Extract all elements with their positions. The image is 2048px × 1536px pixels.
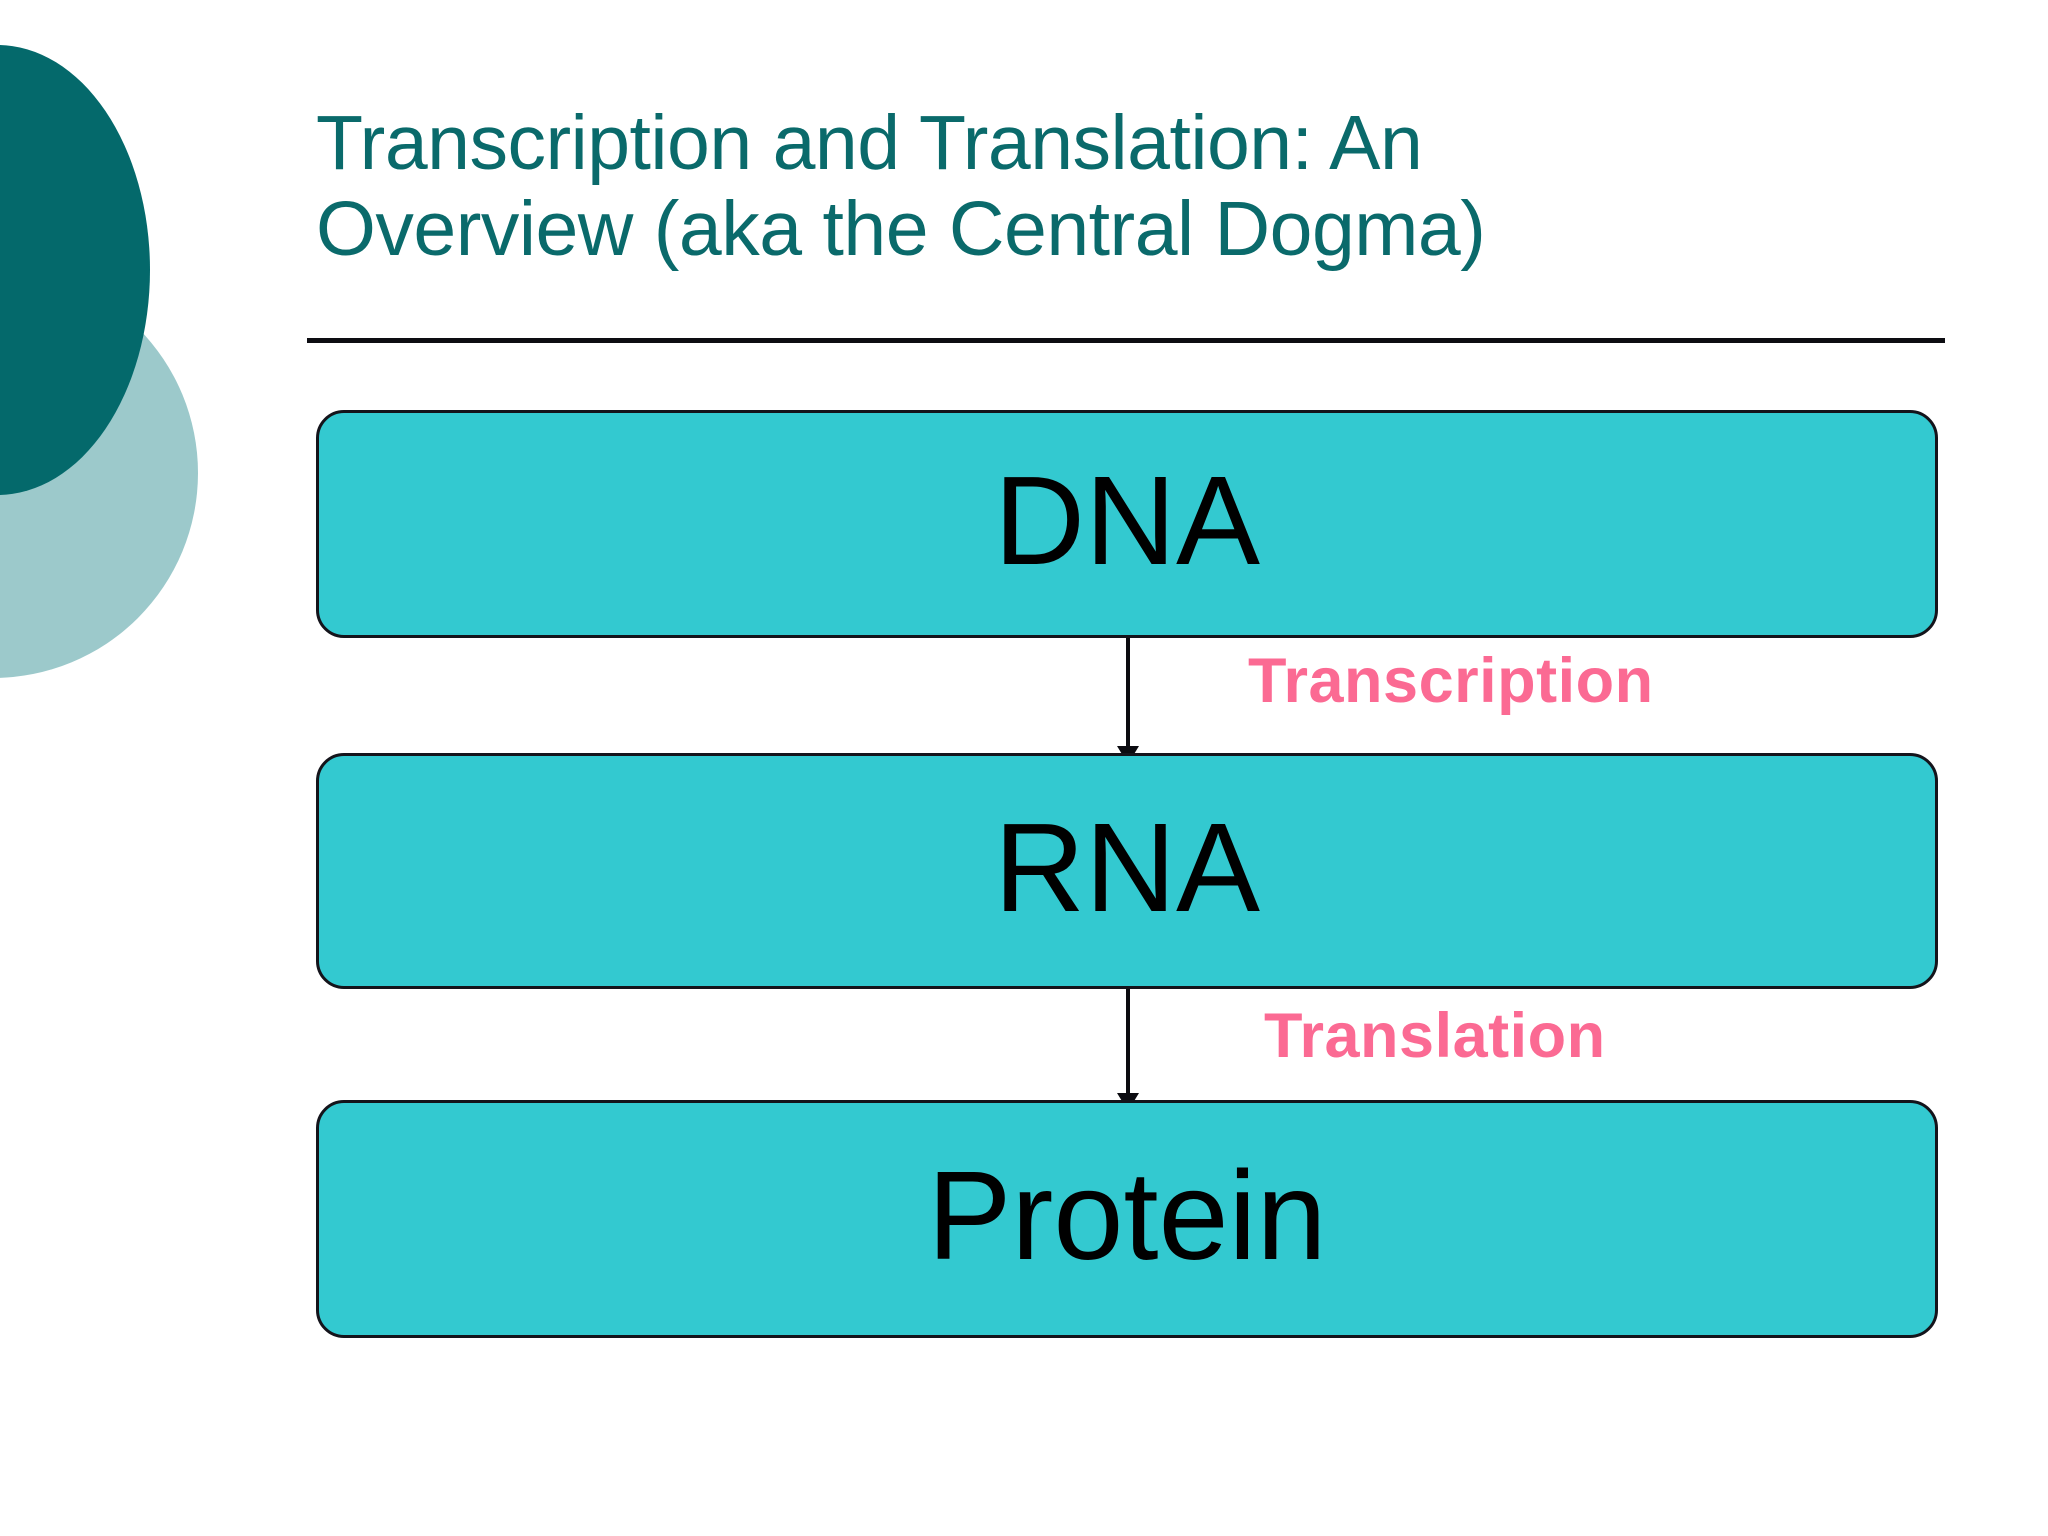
edge-label-translation: Translation <box>1264 1001 1606 1071</box>
flow-node-dna: DNA <box>316 410 1938 638</box>
edge-label-transcription: Transcription <box>1248 646 1654 716</box>
title-divider-rule <box>307 338 1945 343</box>
flow-node-protein: Protein <box>316 1100 1938 1338</box>
slide-title: Transcription and Translation: An Overvi… <box>316 100 1486 273</box>
arrow-dna-to-rna-icon <box>1126 638 1130 750</box>
flow-node-protein-label: Protein <box>927 1144 1327 1286</box>
arrow-rna-to-protein-icon <box>1126 989 1130 1097</box>
flow-node-rna: RNA <box>316 753 1938 989</box>
flow-node-rna-label: RNA <box>993 796 1261 938</box>
flow-node-dna-label: DNA <box>993 449 1261 591</box>
